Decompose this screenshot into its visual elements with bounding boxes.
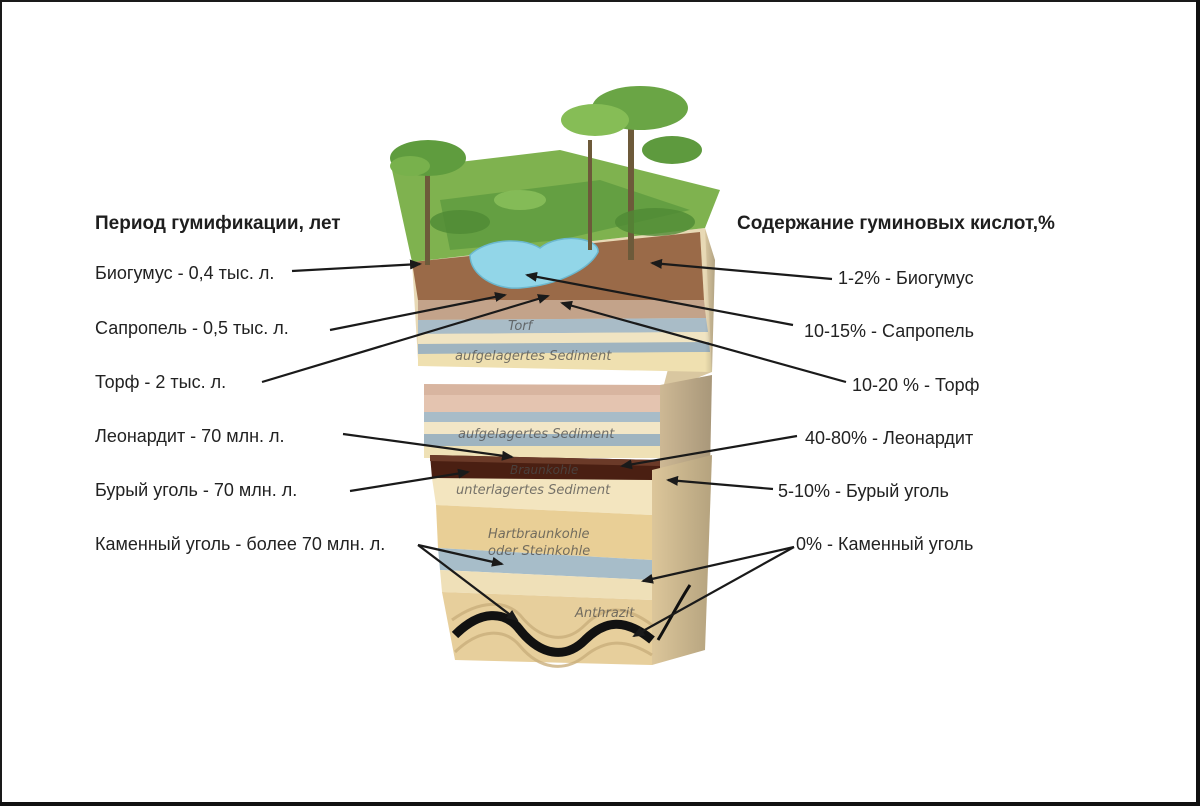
arrow-brown-coal-left <box>349 468 470 493</box>
arrow-coal-right-2 <box>632 546 795 637</box>
layer-label-hartbraunkohle: Hartbraunkohle <box>488 527 590 542</box>
lower-block: unterlagertes Sediment Hartbraunkohle od… <box>432 455 712 668</box>
arrow-sapropel-left <box>329 292 507 332</box>
pond <box>469 237 599 289</box>
arrow-torf-left <box>261 294 550 384</box>
right-label-sapropel: 10-15% - Сапропель <box>804 321 975 341</box>
cream-stripe-3 <box>424 422 660 434</box>
upper-block: Torf aufgelagertes Sediment <box>390 86 720 392</box>
anthracite-seam <box>451 611 655 657</box>
cream-stripe-2 <box>418 352 712 372</box>
right-header: Содержание гуминовых кислот,% <box>737 213 1055 234</box>
right-label-torf: 10-20 % - Торф <box>852 375 980 395</box>
layer-label-anthrazit: Anthrazit <box>574 606 635 621</box>
lower-sediment-layer <box>432 478 652 515</box>
frame-right-edge <box>1196 0 1200 806</box>
gray-stripe-3 <box>424 412 660 422</box>
right-label-brown-coal: 5-10% - Бурый уголь <box>778 481 949 501</box>
left-label-torf: Торф - 2 тыс. л. <box>95 372 227 392</box>
tree-left <box>390 140 466 265</box>
layer-label-braunkohle: Braunkohle <box>510 463 578 477</box>
cream-stripe-4 <box>424 446 660 458</box>
arrow-coal-left-2 <box>417 544 519 622</box>
layer-label-sediment-2: aufgelagertes Sediment <box>458 427 615 442</box>
layer-label-sediment-1: aufgelagertes Sediment <box>455 349 612 364</box>
left-label-biohumus: Биогумус - 0,4 тыс. л. <box>95 263 275 283</box>
arrow-leonardit-left <box>342 432 514 461</box>
arrow-biohumus-right <box>650 258 833 281</box>
left-header: Период гумификации, лет <box>95 213 341 234</box>
gray-stripe-1 <box>418 318 708 334</box>
arrow-leonardit-right <box>620 434 798 470</box>
gray-stripe-2 <box>418 342 710 354</box>
frame-bottom-edge <box>0 802 1200 806</box>
layer-label-torf: Torf <box>508 319 535 334</box>
arrow-coal-right-1 <box>641 545 795 584</box>
pink-layer <box>424 395 660 412</box>
gray-stripe-4 <box>424 434 660 446</box>
cream-stripe-1 <box>418 332 709 344</box>
arrow-brown-coal-right <box>666 475 774 491</box>
right-label-hard-coal: 0% - Каменный уголь <box>796 534 974 554</box>
leonardite-band <box>430 455 660 466</box>
arrow-biohumus-left <box>291 259 422 273</box>
arrow-torf-right <box>560 300 847 384</box>
right-arrows <box>525 258 847 637</box>
left-label-leonardit: Леонардит - 70 млн. л. <box>95 426 285 446</box>
layer-label-sediment-3: unterlagertes Sediment <box>456 483 611 498</box>
left-arrows <box>261 259 550 622</box>
left-label-brown-coal: Бурый уголь - 70 млн. л. <box>95 480 298 500</box>
right-label-leonardit: 40-80% - Леонардит <box>805 428 974 448</box>
layer-label-steinkohle: oder Steinkohle <box>488 544 590 559</box>
left-label-hard-coal: Каменный уголь - более 70 млн. л. <box>95 534 386 554</box>
cream-band <box>440 570 652 600</box>
shrubs <box>430 190 695 236</box>
arrow-coal-left-1 <box>417 543 504 567</box>
hard-coal-layer <box>436 505 652 560</box>
left-label-sapropel: Сапропель - 0,5 тыс. л. <box>95 318 289 338</box>
arrow-sapropel-right <box>525 271 794 327</box>
blue-band <box>438 548 652 580</box>
tree-right <box>561 86 702 260</box>
right-label-biohumus: 1-2% - Биогумус <box>838 268 974 288</box>
